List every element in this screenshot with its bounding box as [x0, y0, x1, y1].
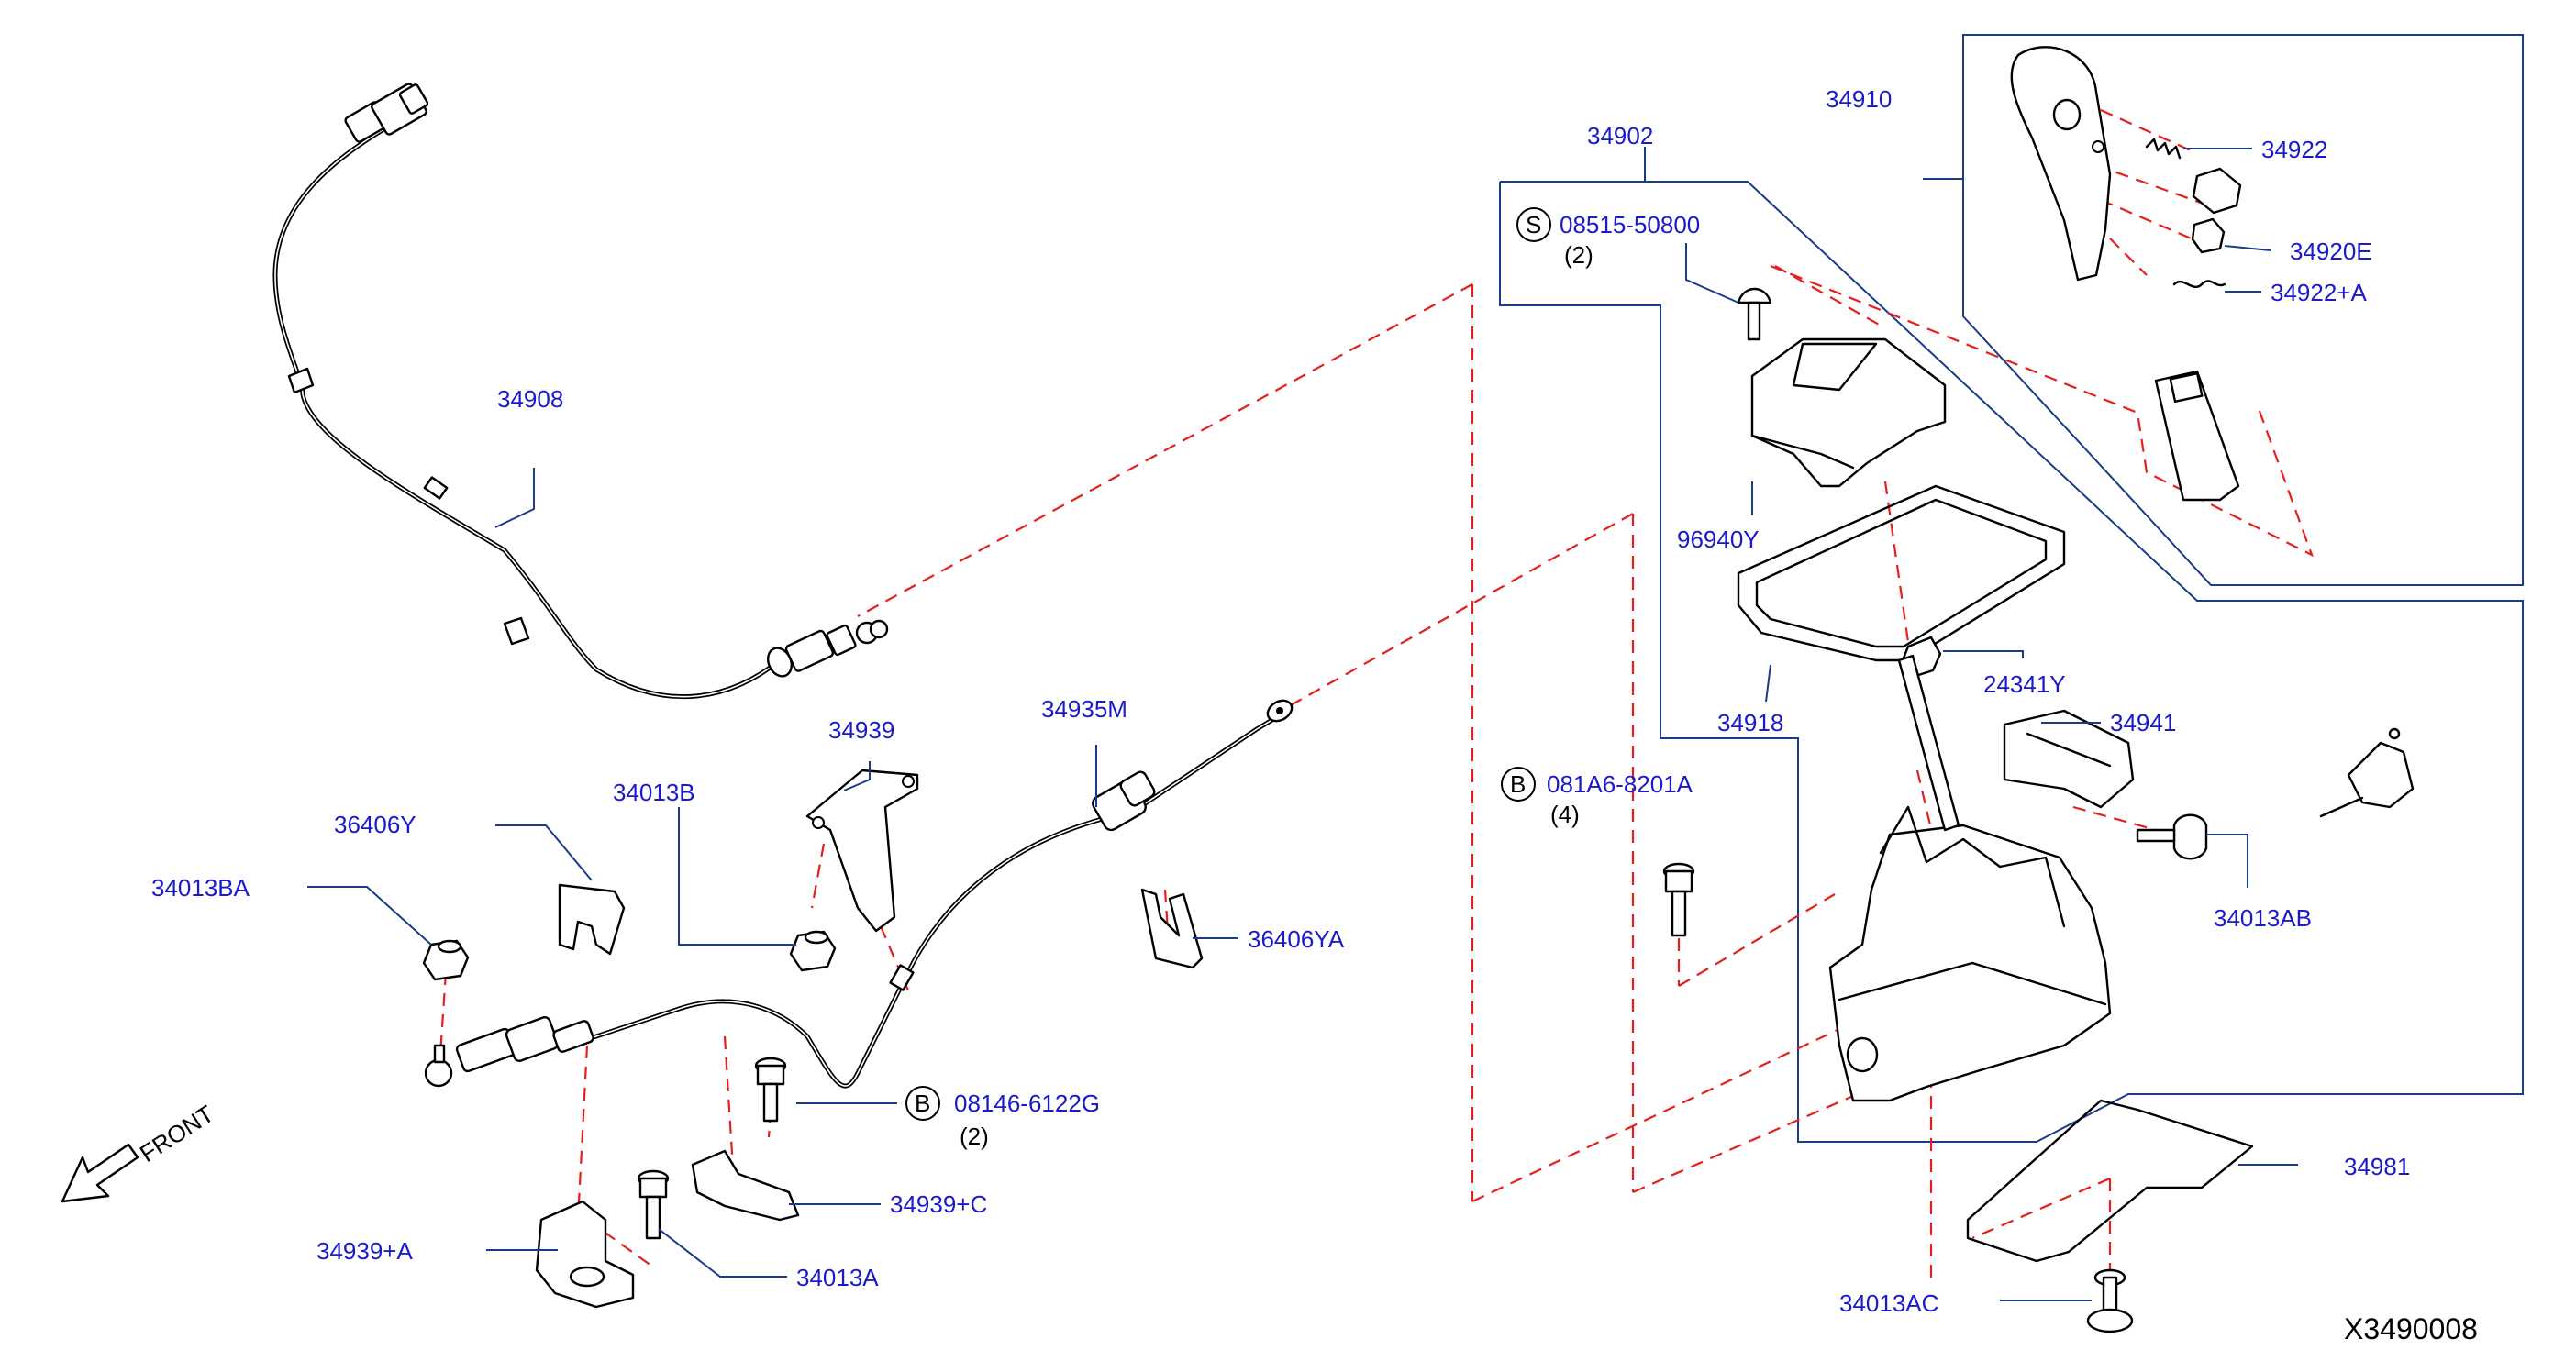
marker-b-081A6 [1501, 767, 1536, 802]
catalog-number: X3490008 [2344, 1312, 2478, 1345]
part-labels: 34908 34939 34935M 34013B 36406Y 34013BA… [151, 85, 2410, 1317]
quantity-labels: (2) (2) (4) [960, 241, 1593, 1150]
label-34910: 34910 [1826, 85, 1892, 113]
marker-b-08146 [905, 1086, 940, 1121]
label-36406YA: 36406YA [1248, 925, 1345, 953]
label-34939: 34939 [828, 716, 894, 744]
label-34013A: 34013A [796, 1264, 879, 1291]
label-34013B: 34013B [613, 779, 695, 806]
label-34908: 34908 [497, 385, 563, 413]
label-34981: 34981 [2344, 1153, 2410, 1180]
qty-081A6: (4) [1550, 801, 1580, 828]
frames [1499, 34, 2524, 1143]
label-08515-50800: 08515-50800 [1560, 211, 1700, 238]
label-34920E: 34920E [2290, 238, 2372, 265]
label-34922A: 34922+A [2271, 279, 2367, 306]
label-34935M: 34935M [1041, 695, 1127, 723]
label-34939C: 34939+C [890, 1190, 987, 1218]
front-label: FRONT [135, 1100, 219, 1167]
marker-b-08146-text: B [915, 1090, 930, 1117]
qty-08515: (2) [1564, 241, 1593, 269]
label-34013AC: 34013AC [1839, 1289, 1938, 1317]
label-96940Y: 96940Y [1677, 526, 1760, 553]
cable-34935M [424, 699, 1294, 1089]
label-34922: 34922 [2261, 136, 2327, 163]
label-08146-6122G: 08146-6122G [954, 1090, 1100, 1117]
front-arrow-icon [61, 1143, 139, 1203]
marker-s-08515-text: S [1526, 211, 1541, 238]
markers: B S B [905, 207, 1551, 1121]
label-34013AB: 34013AB [2214, 904, 2312, 932]
qty-08146: (2) [960, 1123, 989, 1150]
leader-lines [307, 147, 2298, 1301]
label-34941: 34941 [2110, 709, 2176, 736]
left-small-parts [422, 769, 1204, 1309]
cable-34908 [272, 83, 889, 700]
console-parts [1662, 287, 2415, 1333]
marker-s-08515 [1516, 207, 1551, 242]
label-081A6-8201A: 081A6-8201A [1547, 770, 1693, 798]
front-indicator: FRONT [61, 1100, 219, 1203]
knob-frame [1962, 34, 2524, 586]
label-36406Y: 36406Y [334, 811, 416, 838]
label-34902: 34902 [1587, 122, 1653, 149]
label-34013BA: 34013BA [151, 874, 250, 902]
label-34939A: 34939+A [316, 1237, 413, 1265]
knob-parts [2010, 46, 2242, 502]
label-34918: 34918 [1717, 709, 1783, 736]
label-24341Y: 24341Y [1983, 670, 2066, 698]
marker-b-081A6-text: B [1510, 770, 1526, 798]
console-frame [1499, 181, 2524, 1143]
